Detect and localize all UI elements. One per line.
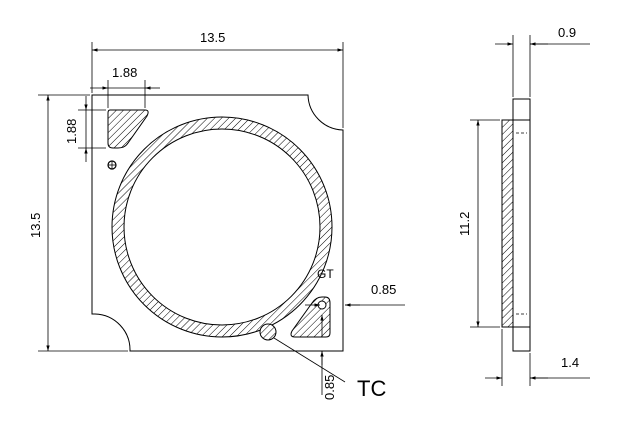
front-view: 13.5 13.5 1.88 1.88 GT 0.85 0.85 TC: [28, 30, 405, 401]
pad-height-label: 1.88: [64, 119, 79, 144]
height-label: 13.5: [28, 213, 43, 238]
package-outline: [91, 94, 344, 352]
side-total-label: 1.4: [561, 355, 579, 370]
offset-y-label: 0.85: [322, 375, 337, 400]
side-height-label: 11.2: [457, 212, 472, 236]
pad-width-label: 1.88: [112, 65, 137, 80]
lens-ring: [111, 116, 333, 338]
offset-x-label: 0.85: [371, 282, 396, 297]
width-label: 13.5: [200, 30, 225, 45]
side-lens-section: [501, 119, 514, 328]
pad-top-left: [107, 109, 149, 149]
tc-pad: [259, 323, 277, 341]
side-thickness-label: 0.9: [558, 25, 576, 40]
gt-label: GT: [317, 267, 334, 281]
fiducial-mark: [107, 160, 117, 170]
tc-label: TC: [357, 376, 386, 401]
side-body: [512, 98, 531, 352]
side-view: 0.9 11.2 1.4: [457, 25, 590, 386]
